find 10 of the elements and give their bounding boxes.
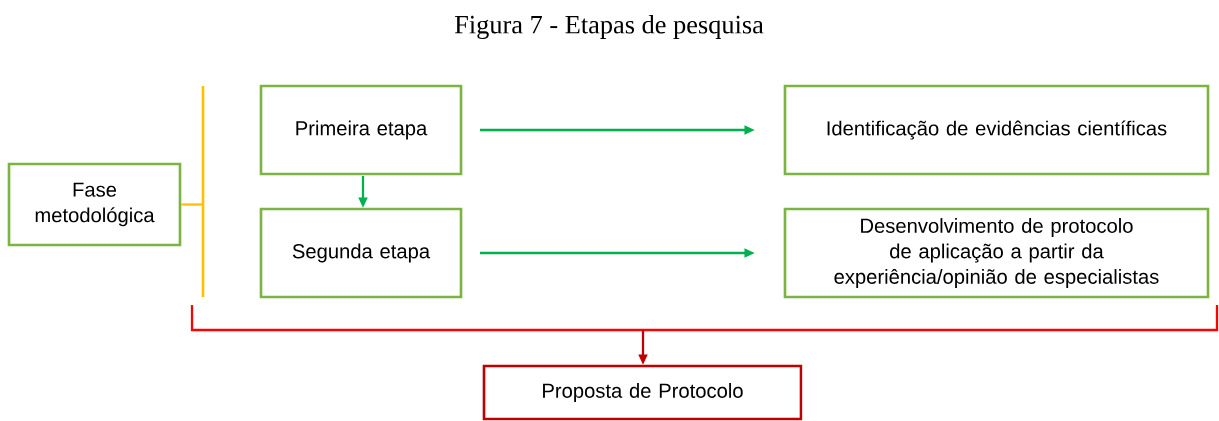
bracket bbox=[190, 305, 1219, 332]
connector-line bbox=[181, 203, 203, 206]
bracket-line bbox=[201, 86, 205, 297]
process-box: Segunda etapa bbox=[259, 207, 463, 299]
process-box: Proposta de Protocolo bbox=[482, 364, 803, 421]
process-box: Fase metodológica bbox=[7, 162, 182, 247]
process-box: Desenvolvimento de protocolo de aplicação a partir da experiência/opinião de especialistas bbox=[783, 207, 1210, 299]
process-box: Identificação de evidências científicas bbox=[783, 84, 1210, 176]
process-box: Primeira etapa bbox=[259, 84, 463, 176]
figure-title: Figura 7 - Etapas de pesquisa bbox=[454, 15, 764, 39]
